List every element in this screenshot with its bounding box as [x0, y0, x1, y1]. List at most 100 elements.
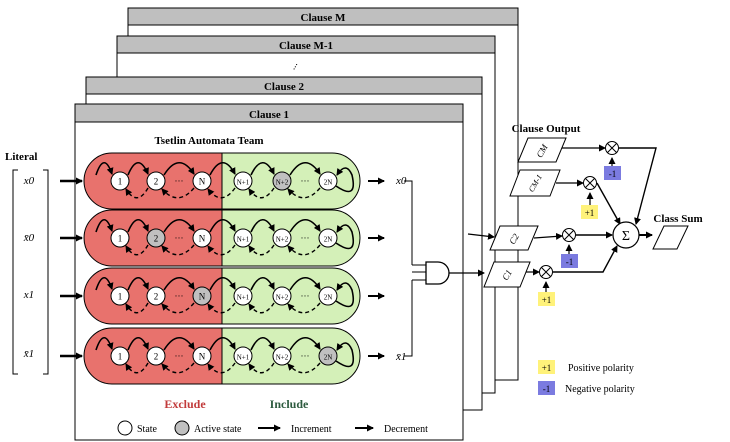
- clause-ellipsis: ...: [287, 60, 300, 72]
- output-x1bar: x̄1: [395, 351, 406, 363]
- legend-state: State: [117, 420, 158, 436]
- state-N+2-label: N+2: [276, 354, 289, 362]
- literal-label-3: x̄1: [23, 348, 34, 360]
- state-N+1: [233, 228, 253, 248]
- svg-text:Active state: Active state: [194, 424, 242, 435]
- svg-text:x1: x1: [23, 289, 34, 301]
- legend-active-state: Active state: [174, 420, 242, 436]
- state-N+2-label: N+2: [276, 294, 289, 302]
- sum-wire-cm-1: [596, 182, 621, 225]
- svg-text:x̄0: x̄0: [23, 232, 35, 244]
- state-N+1-label: N+1: [237, 294, 250, 302]
- class-sum-label: Class Sum: [653, 213, 702, 225]
- literal-title: Literal: [5, 151, 37, 163]
- state-N-label: N: [199, 352, 206, 362]
- legend-decrement: Decrement: [355, 424, 428, 435]
- multiplier-cm-1: [583, 176, 597, 190]
- state-2: [146, 346, 166, 366]
- state-2-active: [146, 228, 166, 248]
- svg-text:x̄1: x̄1: [23, 348, 34, 360]
- svg-text:Negative polarity: Negative polarity: [565, 384, 635, 395]
- polarity-c2: -1: [561, 244, 578, 268]
- clause-output-c2: C2: [489, 225, 539, 251]
- sum-wire-cm: [619, 147, 657, 225]
- svg-text:-1: -1: [609, 169, 617, 179]
- svg-text:Increment: Increment: [291, 424, 332, 435]
- clause-output-title: Clause Output: [512, 123, 581, 135]
- state-ellipsis: ···: [175, 351, 184, 361]
- state-N-label: N: [199, 177, 206, 187]
- legend-negative-polarity: -1 Negative polarity: [538, 381, 635, 395]
- svg-text:Σ: Σ: [622, 229, 630, 244]
- state-N+1: [233, 286, 253, 306]
- state-1: [110, 286, 130, 306]
- state-N+1-label: N+1: [237, 354, 250, 362]
- wire-clause2-into-c2: [467, 232, 495, 240]
- state-ellipsis: ···: [301, 233, 310, 243]
- state-2N-label: 2N: [324, 294, 333, 302]
- wire-c2: [533, 232, 563, 240]
- literal-label-1: x̄0: [23, 232, 35, 244]
- state-2N-label: 2N: [324, 179, 333, 187]
- include-label: Include: [270, 397, 309, 411]
- state-N+2: [272, 286, 292, 306]
- class-sum-output: [652, 225, 689, 250]
- state-2N: [318, 286, 338, 306]
- clause-title-2: Clause 2: [264, 81, 305, 93]
- svg-text:x0: x0: [23, 175, 35, 187]
- multiplier-cm: [605, 141, 619, 155]
- svg-text:Decrement: Decrement: [384, 424, 428, 435]
- multiplier-c1: [539, 265, 553, 279]
- state-N: [192, 171, 212, 191]
- state-N+1-label: N+1: [237, 236, 250, 244]
- and-gate: [425, 261, 450, 285]
- polarity-cm: -1: [604, 157, 621, 180]
- state-2-label: 2: [154, 352, 159, 362]
- exclude-label: Exclude: [164, 397, 206, 411]
- state-N-active: [192, 286, 212, 306]
- svg-text:Positive polarity: Positive polarity: [568, 363, 634, 374]
- state-2N: [318, 171, 338, 191]
- state-1-label: 1: [118, 292, 123, 302]
- state-N+1: [233, 171, 253, 191]
- clause-title-1: Clause 1: [249, 109, 289, 121]
- svg-text:-1: -1: [543, 384, 551, 394]
- output-x0: x0: [395, 175, 407, 187]
- state-N+1: [233, 346, 253, 366]
- state-1-label: 1: [118, 234, 123, 244]
- state-ellipsis: ···: [301, 351, 310, 361]
- state-1: [110, 346, 130, 366]
- svg-text:+1: +1: [542, 363, 552, 373]
- sum-wire-c1: [553, 245, 618, 273]
- state-N+2-label: N+2: [276, 236, 289, 244]
- state-N+2: [272, 346, 292, 366]
- state-2: [146, 171, 166, 191]
- clause-output-cm-1: CM-1: [509, 169, 561, 197]
- state-ellipsis: ···: [175, 291, 184, 301]
- clause-output-c1: C1: [483, 261, 531, 288]
- state-2N-label: 2N: [324, 354, 333, 362]
- state-1-label: 1: [118, 352, 123, 362]
- tsetlin-team-title: Tsetlin Automata Team: [154, 135, 263, 147]
- state-N: [192, 228, 212, 248]
- state-2-label: 2: [154, 234, 159, 244]
- state-2N-active: [318, 346, 338, 366]
- state-N+1-label: N+1: [237, 179, 250, 187]
- state-2: [146, 286, 166, 306]
- svg-text:State: State: [137, 424, 158, 435]
- state-1: [110, 171, 130, 191]
- multiplier-c2: [562, 228, 576, 242]
- state-ellipsis: ···: [301, 291, 310, 301]
- clause-output-cm: CM: [517, 137, 567, 163]
- clause-title-m-1: Clause M-1: [279, 40, 333, 52]
- sum-node: Σ: [612, 221, 640, 249]
- state-N+2-label: N+2: [276, 179, 289, 187]
- legend-positive-polarity: +1 Positive polarity: [538, 360, 634, 374]
- literal-bracket: [12, 169, 49, 375]
- literal-label-2: x1: [23, 289, 34, 301]
- state-N+2: [272, 228, 292, 248]
